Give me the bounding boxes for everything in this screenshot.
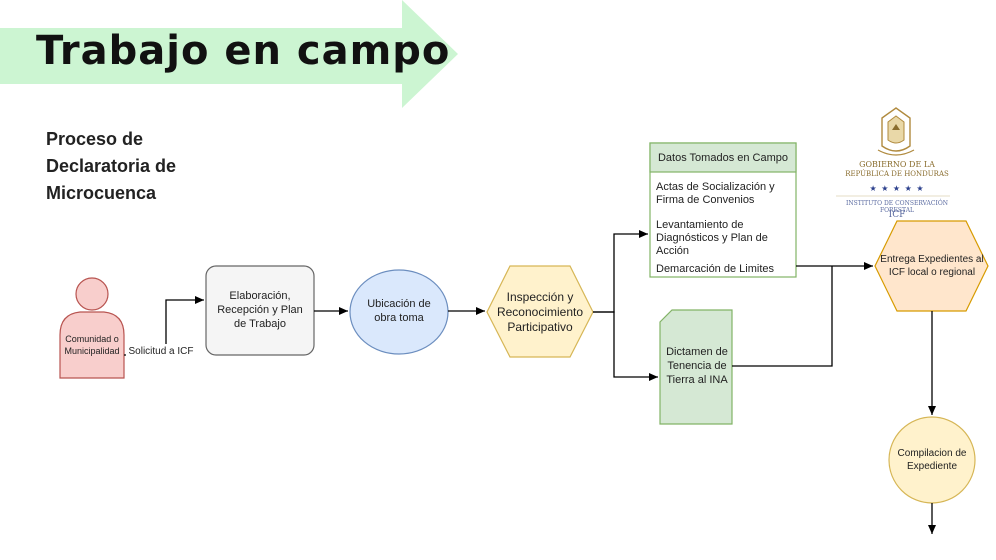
entrega-label: Entrega Expedientes al ICF local o regio… (880, 254, 984, 278)
connector-inspeccion-dictamen (593, 311, 658, 381)
datos-item-levantamiento: Levantamiento de Diagnósticos y Plan de … (656, 219, 768, 257)
solicitud-label: Solicitud a ICF (126, 344, 196, 358)
logo-line4: ICF (888, 210, 906, 220)
person-body-shape (59, 311, 125, 379)
compilacion-label: Compilacion de Expediente (897, 448, 967, 472)
icf-emblem-icon (877, 107, 915, 156)
datos-panel-header-shape (649, 142, 797, 173)
datos-item-demarcacion: Demarcación de Limites (656, 263, 774, 275)
banner-arrow-shape (0, 0, 458, 108)
icf-logo: Gobierno de la República de Honduras ★ ★… (832, 108, 962, 220)
connector-dictamen-entrega (732, 266, 833, 367)
logo-stars: ★ ★ ★ ★ ★ (869, 184, 925, 193)
logo-line1: Gobierno de la (859, 160, 935, 169)
banner-title: Trabajo en campo (36, 28, 451, 74)
comunidad-label: Comunidad o Municipalidad (64, 334, 120, 356)
datos-item-actas: Actas de Socialización y Firma de Conven… (656, 181, 775, 206)
ubicacion-label: Ubicación de obra toma (367, 298, 431, 324)
logo-line2: República de Honduras (845, 170, 949, 178)
process-title: Proceso de Declaratoria de Microcuenca (46, 129, 177, 203)
inspeccion-shape (486, 265, 594, 358)
elaboracion-label: Elaboración, Recepción y Plan de Trabajo (217, 290, 303, 330)
dictamen-label: Dictamen de Tenencia de Tierra al INA (666, 346, 728, 386)
connector-inspeccion-datos (593, 230, 648, 313)
datos-panel-title: Datos Tomados en Campo (657, 151, 789, 164)
logo-line3: Instituto de Conservación Forestal (845, 200, 949, 214)
dictamen-shape (659, 309, 733, 425)
ubicacion-shape (349, 269, 449, 355)
inspeccion-label: Inspección y Reconocimiento Participativ… (496, 289, 584, 334)
entrega-shape (874, 220, 989, 312)
person-head-shape (75, 277, 109, 311)
